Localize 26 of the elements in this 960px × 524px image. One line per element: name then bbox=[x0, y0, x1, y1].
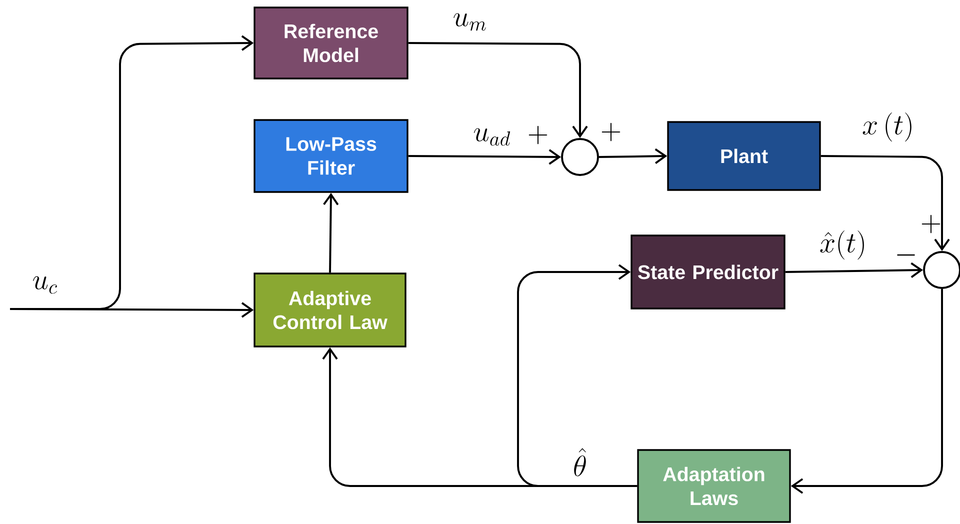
arrow bbox=[598, 148, 668, 164]
edge-label: $\hat{x}(t)$ bbox=[820, 230, 864, 260]
edge-label: $x\left(t\right)$ bbox=[862, 112, 912, 142]
arrow bbox=[785, 262, 924, 278]
arrow bbox=[820, 155, 950, 252]
edge-label: $u_m$ bbox=[454, 13, 486, 31]
process-box: State Predictor bbox=[630, 234, 786, 310]
summing-junction bbox=[923, 251, 960, 289]
arrow bbox=[790, 289, 943, 494]
process-box: Adaptive Control Law bbox=[254, 272, 406, 348]
arrow bbox=[408, 42, 588, 138]
process-box: Plant bbox=[667, 121, 821, 191]
process-box: Reference Model bbox=[254, 6, 408, 80]
edge-label: $u_c$ bbox=[33, 276, 57, 294]
edge-label: $u_{ad}$ bbox=[474, 128, 510, 146]
arrow bbox=[517, 264, 638, 487]
summing-junction bbox=[561, 138, 599, 176]
edge-label: $\hat{\theta}$ bbox=[574, 448, 586, 476]
arrow bbox=[323, 192, 339, 273]
arrow bbox=[408, 149, 562, 165]
sign-label: $+$ bbox=[922, 214, 940, 234]
process-box: Adaptation Laws bbox=[637, 449, 791, 523]
arrow bbox=[10, 35, 254, 310]
sign-label: $+$ bbox=[602, 122, 620, 142]
process-box: Low-Pass Filter bbox=[254, 119, 408, 193]
sign-label: $+$ bbox=[528, 126, 548, 144]
